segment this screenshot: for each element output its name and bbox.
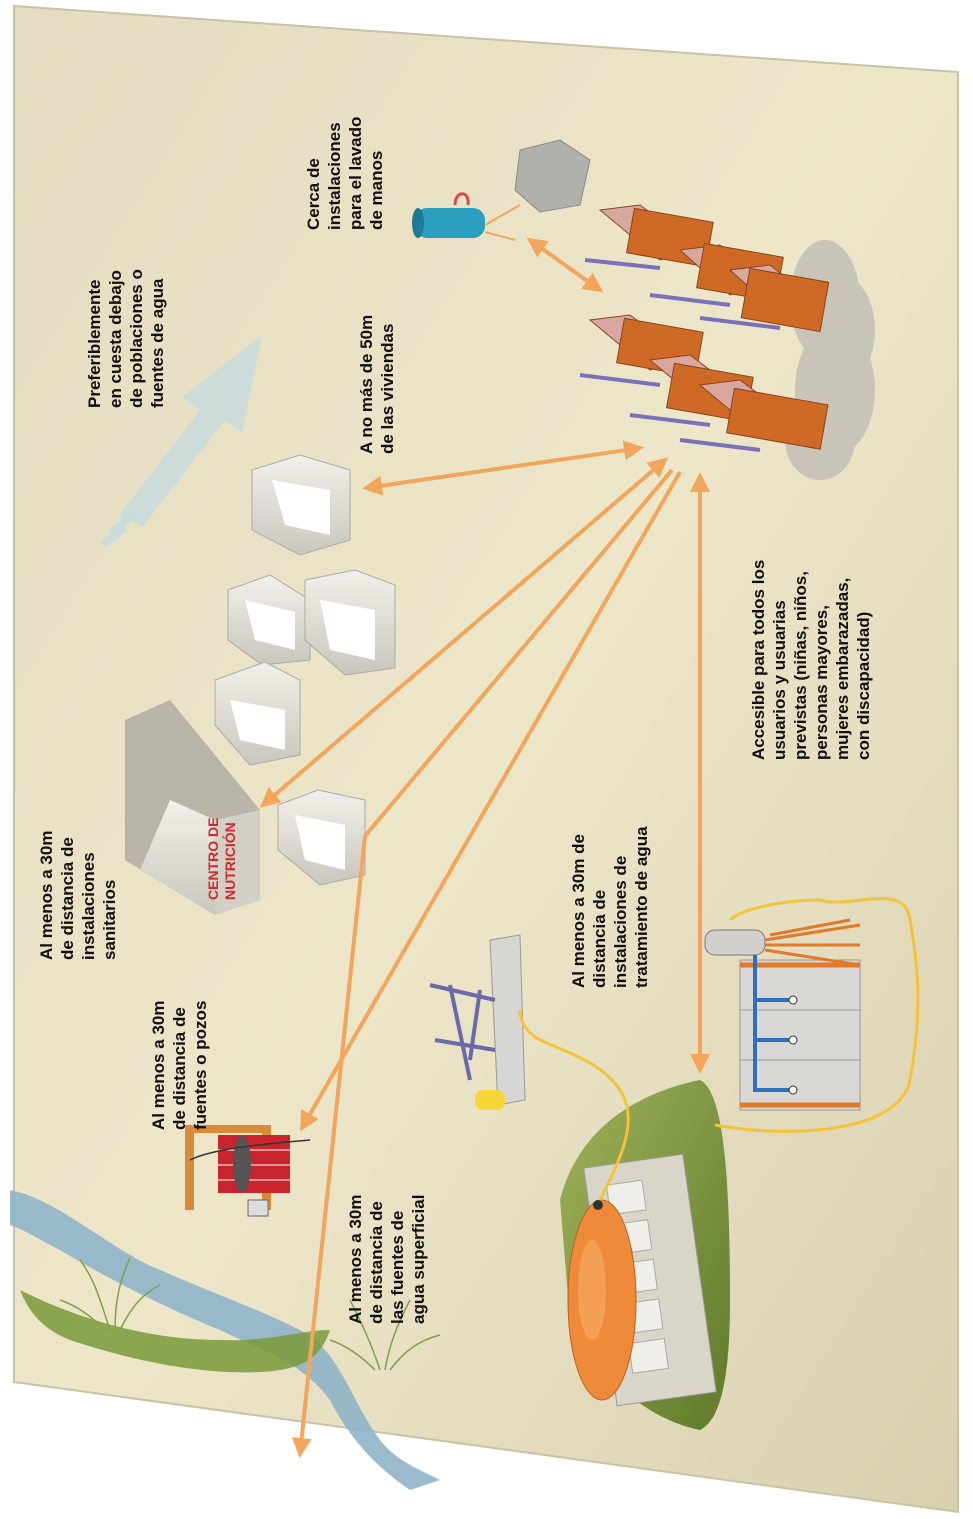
label-superficial: Al menos a 30m de distancia de las fuent… — [346, 1194, 428, 1324]
pipe-loop — [714, 897, 920, 1133]
downhill-arrow-icon — [100, 335, 262, 548]
reeds-icon — [59, 1257, 441, 1371]
water-tank-hill — [560, 1080, 730, 1430]
well-icon — [185, 1125, 311, 1217]
pipe-line — [518, 1009, 630, 1201]
river — [10, 1190, 440, 1490]
handwashing-station-icon — [412, 139, 591, 241]
latrine-block — [579, 204, 875, 480]
label-preferiblemente: Preferiblemente en cuesta debajo de pobl… — [85, 269, 167, 408]
label-pozos: Al menos a 30m de distancia de fuentes o… — [149, 1000, 210, 1130]
riverbank — [20, 1290, 330, 1373]
label-cerca-lavado: Cerca de instalaciones para el lavado de… — [304, 116, 386, 230]
distance-arrows — [259, 237, 710, 1458]
label-tratamiento: Al menos a 30m de distancia de instalaci… — [569, 826, 651, 988]
nutrition-center-building — [125, 700, 260, 915]
label-accesible: Accesible para todos los usuarios y usua… — [749, 559, 873, 760]
tap-stand-icon — [429, 934, 526, 1110]
water-treatment-unit — [704, 918, 861, 1111]
label-sanitarios: Al menos a 30m de distancia de instalaci… — [37, 830, 119, 960]
label-no-mas-50m: A no más de 50m de las viviendas — [357, 314, 397, 454]
label-centro-nutricion: CENTRO DE NUTRICIÓN — [205, 817, 238, 900]
